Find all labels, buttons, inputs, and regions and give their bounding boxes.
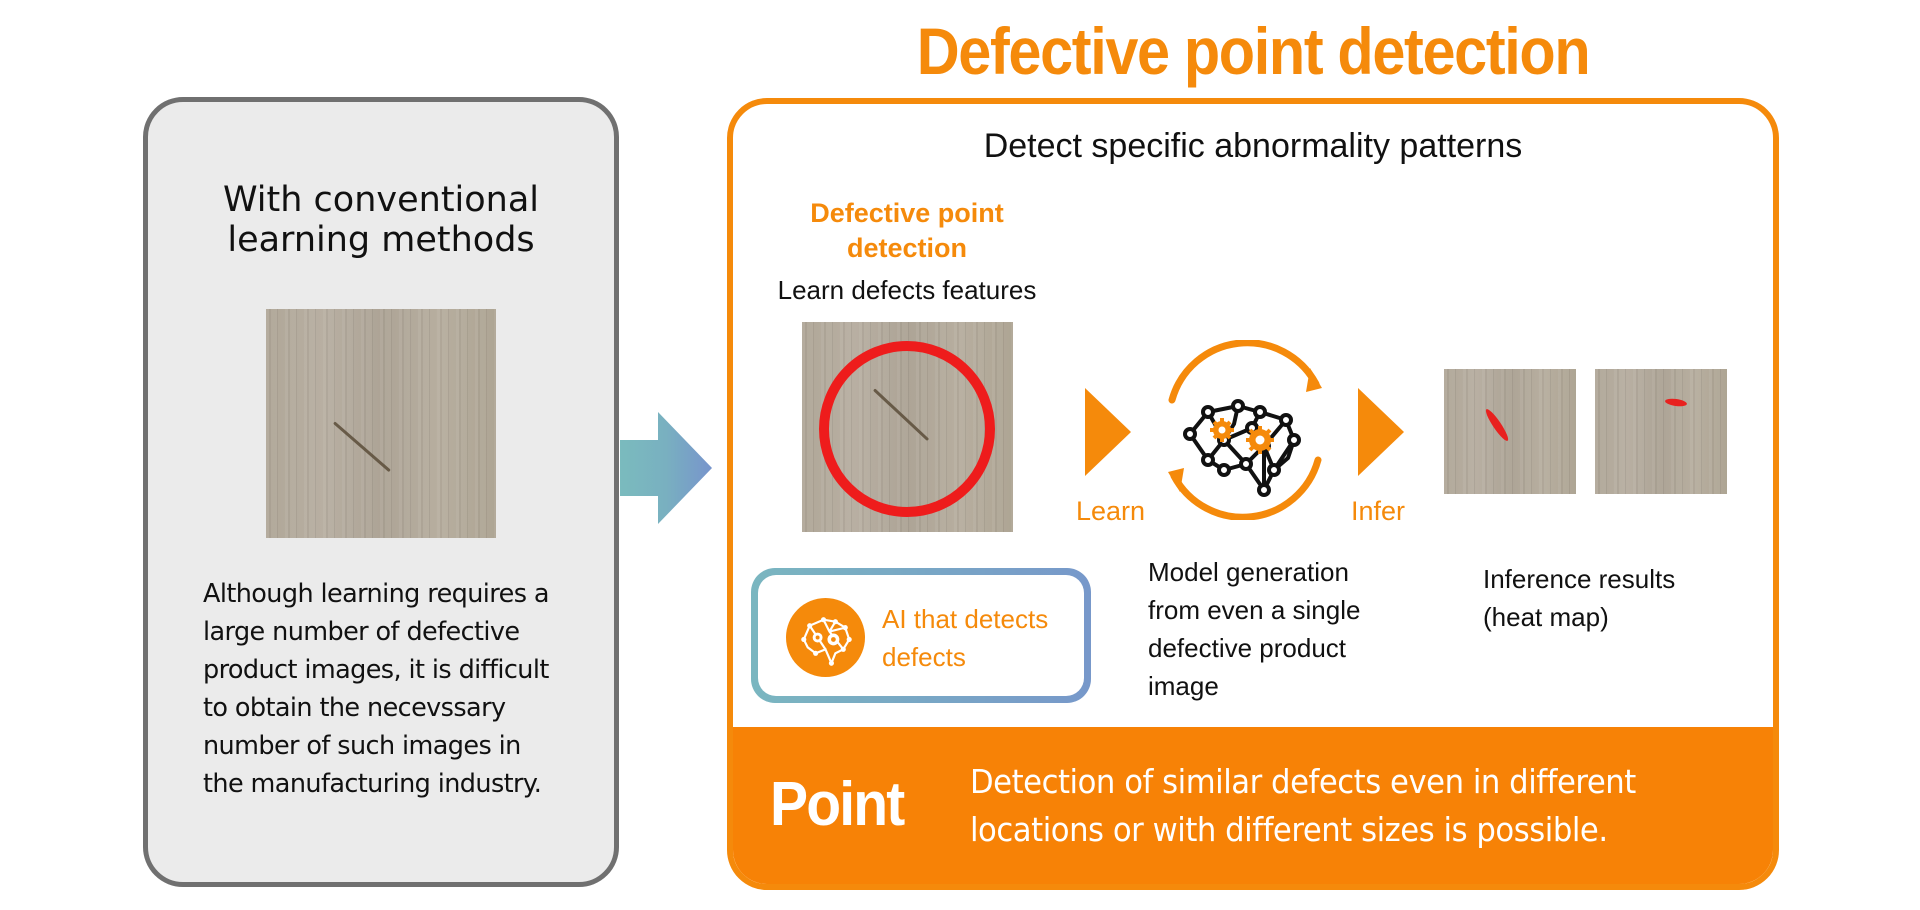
model-cycle-icon (1168, 340, 1322, 520)
heat-spot (1664, 397, 1688, 408)
model-description: Model generation from even a single defe… (1148, 557, 1361, 701)
defect-highlight-circle (819, 341, 995, 517)
ai-badge-label: AI that detects defects (882, 604, 1049, 672)
infer-label: Infer (1351, 496, 1406, 526)
page-title: Defective point detection (916, 14, 1591, 88)
transition-arrow-icon (620, 412, 712, 524)
learn-label: Learn (1076, 496, 1146, 526)
heat-spot (1483, 407, 1511, 443)
brain-gears-icon (786, 598, 865, 677)
point-text: Detection of similar defects even in dif… (970, 762, 1636, 849)
defective-wood-image (266, 309, 496, 538)
learn-subheading: Learn defects features (777, 275, 1037, 305)
training-image (802, 322, 1013, 532)
conventional-heading: With conventional learning methods (222, 180, 540, 260)
point-heading: Point (770, 770, 905, 839)
point-banner (733, 727, 1773, 884)
heatmap-result-2 (1595, 369, 1727, 494)
conventional-description: Although learning requires a large numbe… (203, 579, 550, 799)
crack-mark (333, 421, 391, 473)
inference-description: Inference results (heat map) (1483, 564, 1676, 632)
brain-network-icon (1188, 404, 1296, 492)
infer-arrow-icon (1358, 388, 1404, 476)
heatmap-result-1 (1444, 369, 1576, 494)
learn-arrow-icon (1085, 388, 1131, 476)
learn-heading: Defective point detection (810, 198, 1004, 263)
panel-subtitle: Detect specific abnormality patterns (983, 127, 1523, 165)
